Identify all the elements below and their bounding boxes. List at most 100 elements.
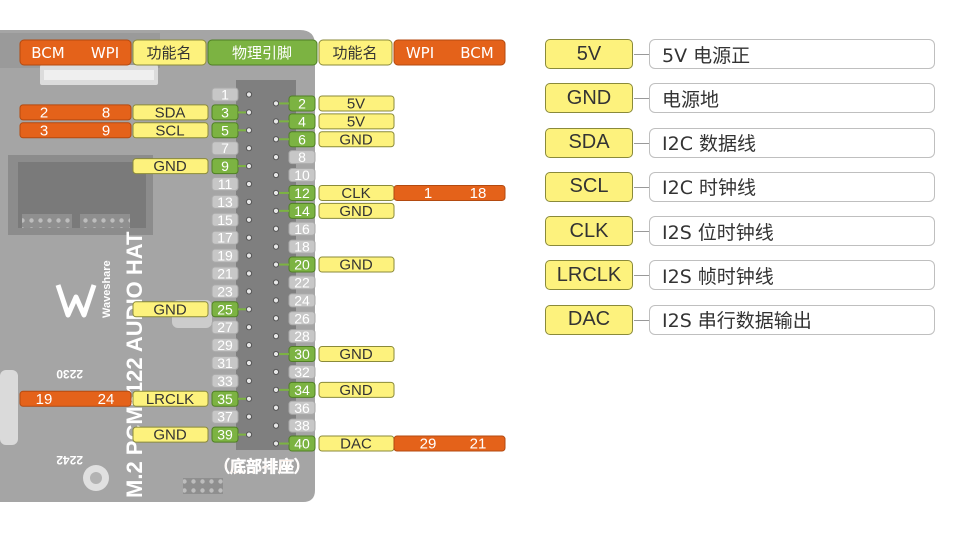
header-pin [245, 234, 253, 241]
header-pin [245, 145, 253, 152]
waveshare-logo [55, 284, 97, 318]
pin-gpio-box [19, 122, 132, 139]
pin-32: 32 [272, 364, 316, 380]
pin-number-box [288, 275, 316, 290]
header-pin [272, 279, 280, 286]
pin-8: 8 [272, 149, 316, 165]
legend-key: SCL [545, 171, 633, 202]
pin-18: 18 [272, 239, 316, 255]
pin-36: 36 [272, 400, 316, 416]
pin-25: 25 GND [132, 301, 253, 318]
pin-number: 4 [298, 113, 306, 129]
pin-number: 3 [221, 104, 229, 120]
legend-description: I2C 时钟线 [649, 171, 935, 202]
pin-11: 11 [211, 176, 253, 192]
pin-function: GND [153, 301, 187, 318]
pin-number: 26 [294, 310, 310, 326]
pin-number: 21 [217, 266, 233, 282]
pin-bcm: 19 [36, 391, 53, 408]
pin-gpio-box [393, 435, 506, 452]
header-pin [245, 91, 253, 98]
pin-7: 7 [211, 140, 253, 156]
header-physical: 物理引脚 [232, 44, 292, 62]
pin-number: 30 [294, 346, 310, 362]
pin-number: 8 [298, 149, 306, 165]
pin-bcm: 2 [40, 104, 48, 121]
legend-description: 电源地 [649, 83, 935, 114]
header-pin [272, 422, 280, 429]
pin-function: GND [339, 257, 373, 274]
header-pin [272, 154, 280, 161]
pin-number-box [288, 221, 316, 236]
header-pin [272, 440, 280, 447]
pin-number: 25 [217, 301, 233, 317]
header-pin [245, 306, 253, 313]
pin-number: 27 [217, 319, 233, 335]
legend-row: SCL I2C 时钟线 [545, 171, 937, 204]
pin-number: 5 [221, 122, 229, 138]
legend-description: I2S 串行数据输出 [649, 304, 935, 335]
pin-number: 9 [221, 158, 229, 174]
pin-27: 27 [211, 319, 253, 335]
pin-function-box [318, 202, 395, 219]
pin-function: GND [339, 382, 373, 399]
header-pin [272, 207, 280, 214]
pin-wpi: 24 [98, 391, 115, 408]
legend-description: 5V 电源正 [649, 39, 935, 69]
pin-number: 11 [218, 176, 233, 192]
pin-number: 31 [217, 355, 233, 371]
pin-number-box [211, 248, 239, 263]
pin-function: GND [153, 158, 187, 175]
header-func-left: 功能名 [146, 44, 191, 62]
pin-number: 22 [294, 274, 310, 290]
header-pin [272, 297, 280, 304]
pin-function: 5V [347, 95, 365, 112]
pin-number-box [288, 168, 316, 183]
pin-function-box [318, 381, 395, 398]
pin-number: 38 [294, 418, 310, 434]
pin-function-box [132, 158, 209, 175]
pin-gpio-box [19, 390, 132, 407]
pin-number: 17 [217, 230, 233, 246]
legend-connector [634, 54, 650, 55]
header-pin [272, 350, 280, 358]
header-pin [245, 359, 253, 367]
pin-function-box [318, 95, 395, 112]
pin-17: 17 [211, 230, 253, 246]
header-pin [272, 243, 280, 250]
legend-connector [634, 319, 650, 321]
pin-number-box [211, 320, 239, 335]
header-pin [245, 127, 253, 134]
pin-number-box [211, 212, 239, 227]
pin-number: 7 [221, 140, 229, 156]
legend-key: SDA [545, 127, 633, 158]
pin-10: 10 [272, 167, 316, 183]
pin-function-box [132, 122, 209, 139]
pin-number: 2 [298, 95, 306, 111]
header-pin [245, 395, 253, 402]
legend-connector [634, 98, 650, 100]
header-pin [272, 189, 280, 197]
pin-9: 9 GND [132, 158, 253, 175]
pin-number: 10 [294, 167, 310, 183]
pin-function-box [318, 346, 395, 363]
pin-number-box [288, 400, 316, 415]
pin-number: 35 [217, 391, 233, 407]
pin-wpi: 8 [102, 104, 110, 121]
header-pin [245, 180, 253, 188]
header-pin [245, 342, 253, 349]
pin-number: 20 [294, 257, 310, 273]
header-pin [272, 315, 280, 322]
pin-bcm: 21 [470, 436, 487, 453]
legend-connector [634, 186, 650, 188]
